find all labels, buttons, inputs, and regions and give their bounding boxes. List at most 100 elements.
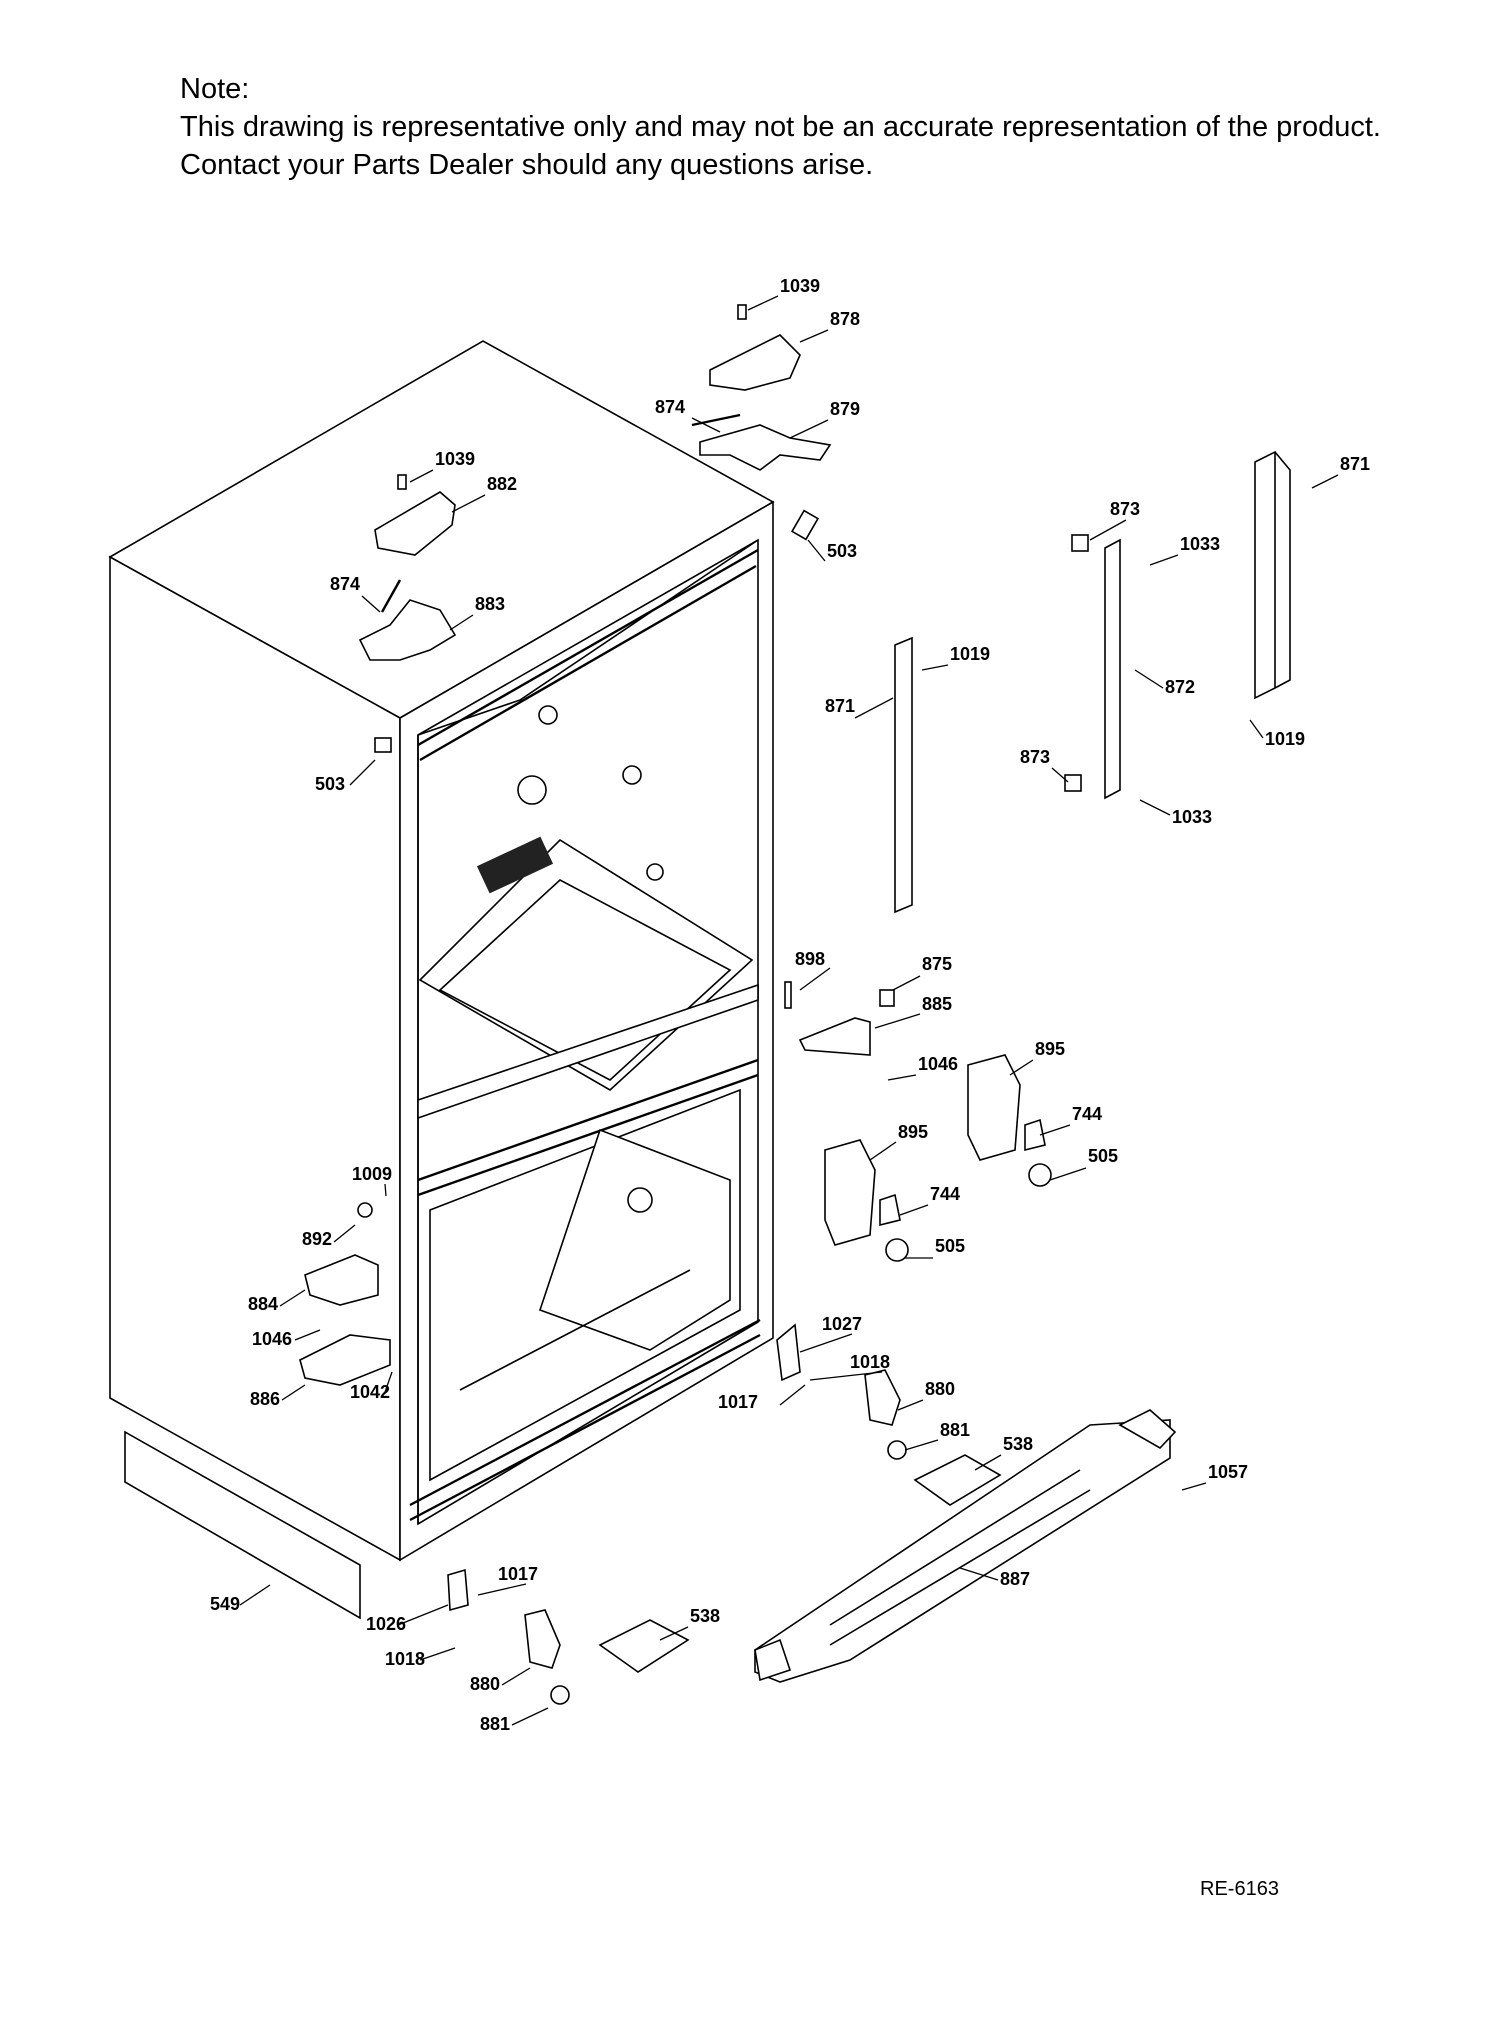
bracket-1026 (447, 1568, 469, 1612)
part-label: 1027 (822, 1314, 862, 1334)
part-label: 898 (795, 949, 825, 969)
lamp-housing-upper (967, 1054, 1021, 1161)
part-label: 885 (922, 994, 952, 1014)
leader-line (892, 975, 921, 991)
leader-line (1149, 554, 1179, 566)
leader-line (659, 1626, 689, 1641)
leader-line (959, 1567, 999, 1581)
part-label: 873 (1110, 499, 1140, 519)
part-label: 1017 (718, 1392, 758, 1412)
hinge-top-left (358, 579, 457, 661)
part-label: 880 (470, 1674, 500, 1694)
lamp-housing-lower (824, 1139, 876, 1246)
leader-line (921, 664, 949, 671)
part-label: 503 (315, 774, 345, 794)
leader-line (449, 614, 474, 631)
leader-line (384, 1183, 387, 1197)
leader-line (799, 329, 829, 343)
door-rail-center (894, 636, 913, 914)
part-label: 871 (1340, 454, 1370, 474)
part-label: 886 (250, 1389, 280, 1409)
part-label: 875 (922, 954, 952, 974)
bushing-right (790, 509, 820, 541)
leader-line (887, 1074, 917, 1081)
part-label: 538 (690, 1606, 720, 1626)
part-label: 549 (210, 1594, 240, 1614)
leader-line (477, 1583, 527, 1596)
leader-line (1049, 1167, 1087, 1181)
part-label: 880 (925, 1379, 955, 1399)
leader-line (279, 1289, 306, 1307)
leader-line (333, 1224, 356, 1243)
leader-line (294, 1329, 321, 1341)
leader-line (869, 1141, 897, 1161)
part-label: 874 (330, 574, 360, 594)
leader-line (1139, 799, 1171, 816)
part-label: 1019 (950, 644, 990, 664)
refrigerator-case (108, 340, 775, 1562)
hinge-885 (798, 1017, 871, 1056)
leader-line (1249, 719, 1264, 739)
bulb-lower (885, 1238, 909, 1262)
socket-upper (1024, 1118, 1046, 1152)
leader-line (409, 469, 434, 483)
leader-lines (239, 295, 1339, 1726)
hinge-cover-top-right (709, 304, 801, 391)
leader-line (899, 1204, 929, 1216)
part-label: 884 (248, 1294, 278, 1314)
leader-line (511, 1707, 549, 1726)
note-heading: Note: (180, 73, 250, 105)
part-label: 1039 (435, 449, 475, 469)
part-label: 878 (830, 309, 860, 329)
part-label: 873 (1020, 747, 1050, 767)
bracket-1027 (776, 1323, 801, 1382)
leader-line (897, 1399, 924, 1411)
door-rail-872 (1104, 538, 1121, 800)
hinge-bracket-884 (304, 1254, 379, 1306)
leader-line (361, 595, 381, 613)
part-label: 1018 (850, 1352, 890, 1372)
part-label: 1026 (366, 1614, 406, 1634)
part-label: 744 (1072, 1104, 1102, 1124)
leader-line (904, 1439, 939, 1451)
door-rail-right (1254, 450, 1276, 700)
part-label: 887 (1000, 1569, 1030, 1589)
leveler-881-left (550, 1685, 570, 1705)
leveler-881-right (887, 1440, 907, 1460)
clip-873-bottom (1064, 774, 1082, 792)
base-grille-887 (754, 1409, 1177, 1683)
clip-873-top (1071, 534, 1089, 552)
part-label: 895 (1035, 1039, 1065, 1059)
leader-line (1311, 474, 1339, 489)
leader-line (974, 1454, 1002, 1471)
leader-line (397, 1604, 449, 1626)
leader-line (451, 494, 486, 513)
leader-line (1039, 1124, 1071, 1136)
leader-line (1181, 1482, 1207, 1491)
part-label: 1009 (352, 1164, 392, 1184)
part-label: 1033 (1172, 807, 1212, 827)
leader-line (799, 967, 831, 991)
hinge-886 (299, 1334, 391, 1386)
bushing-875 (879, 989, 895, 1007)
part-label: 882 (487, 474, 517, 494)
leader-line (747, 295, 779, 311)
part-label: 1017 (498, 1564, 538, 1584)
bracket-898 (784, 981, 792, 1009)
part-label: 871 (825, 696, 855, 716)
note-line-1: This drawing is representative only and … (180, 111, 1381, 143)
bushing-left (374, 737, 392, 753)
part-label: 1033 (1180, 534, 1220, 554)
leader-line (779, 1384, 806, 1406)
leader-line (874, 1013, 921, 1029)
bracket-880-right (864, 1369, 901, 1426)
leader-line (789, 419, 829, 439)
disclaimer-note: Note: This drawing is representative onl… (180, 70, 1381, 184)
washer-892 (357, 1202, 373, 1218)
part-label: 892 (302, 1229, 332, 1249)
roller-538-left (598, 1619, 690, 1673)
reference-code: RE-6163 (1200, 1878, 1279, 1900)
leader-line (349, 759, 376, 786)
